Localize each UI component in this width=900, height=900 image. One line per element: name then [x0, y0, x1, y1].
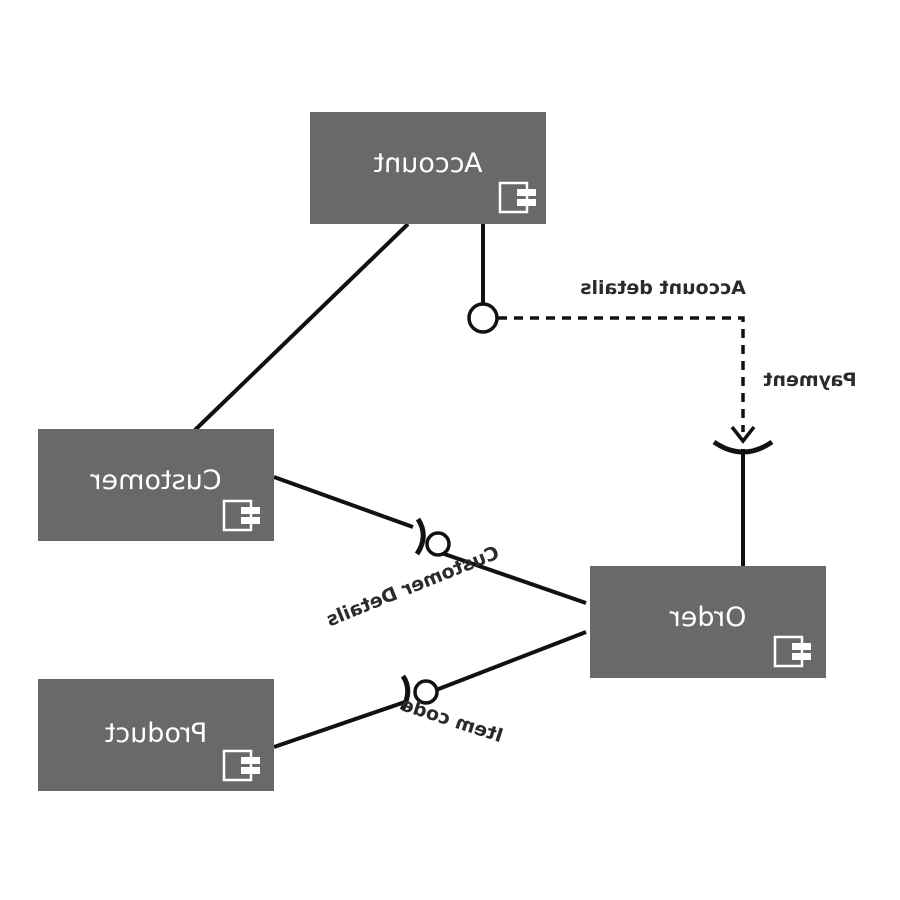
customer-details-link-order [426, 546, 587, 605]
component-customer-label: Customer [90, 465, 222, 496]
component-icon [773, 635, 811, 668]
interface-label-payment: Payment [763, 369, 856, 391]
interface-label-customer-details: Customer Details [323, 542, 502, 632]
component-account-label: Account [373, 148, 482, 179]
component-customer[interactable]: Customer [38, 429, 274, 541]
component-icon [498, 181, 536, 214]
payment-dependency-line [498, 316, 745, 432]
account-customer-link [193, 222, 410, 432]
component-icon [222, 499, 260, 532]
item-code-lollipop [413, 679, 439, 705]
payment-socket [712, 439, 774, 455]
component-icon [222, 749, 260, 782]
component-account[interactable]: Account [310, 112, 546, 224]
account-details-lollipop [467, 302, 499, 334]
component-product-label: Product [105, 718, 208, 749]
item-code-socket [399, 674, 411, 712]
interface-label-account-details: Account details [580, 277, 746, 299]
component-order-label: Order [669, 602, 747, 633]
customer-details-socket [414, 517, 426, 556]
item-code-link-product [273, 700, 406, 749]
interface-label-item-code: Item code [398, 693, 506, 747]
component-product[interactable]: Product [38, 679, 274, 791]
item-code-link-order [435, 630, 587, 692]
payment-dependency-arrowhead [730, 425, 756, 444]
customer-details-lollipop [425, 531, 451, 557]
customer-details-link-customer [273, 475, 414, 529]
component-order[interactable]: Order [590, 566, 826, 678]
